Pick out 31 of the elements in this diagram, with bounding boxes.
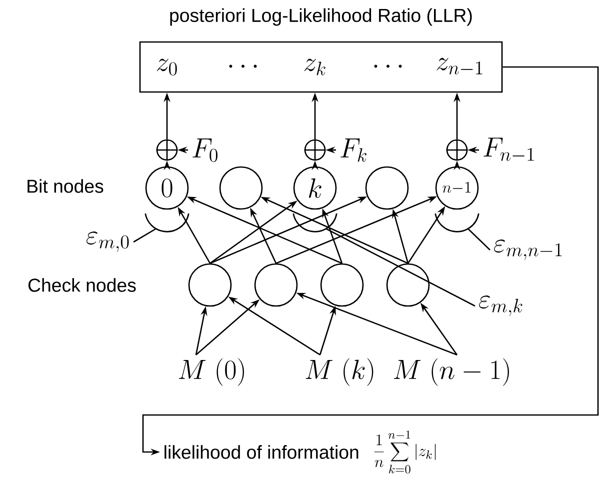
side-label: Check nodes: [28, 278, 136, 292]
message-label: $M\;(0)$: [178, 358, 244, 386]
math-label: $z_0$: [156, 58, 177, 76]
math-label: $\cdots$: [374, 64, 402, 68]
xor-symbol: [156, 139, 178, 161]
angle-label: $\varepsilon_{m,k}$: [479, 296, 522, 316]
input-label: $F_k$: [340, 138, 366, 162]
input-label: $F_0$: [192, 138, 218, 162]
xor-symbol: [304, 139, 326, 161]
formula: $\frac{1}{n}\sum_{k=0}^{n-1}\left|z_k\right|$: [374, 430, 436, 474]
angle-label: $\varepsilon_{m,n-1}$: [494, 240, 562, 260]
leader-line: [434, 212, 490, 250]
check-node-circle: [386, 263, 430, 307]
check-node-circle: [188, 263, 232, 307]
input-label: $F_{n-1}$: [484, 138, 534, 161]
math-label: $z_{n-1}$: [436, 58, 482, 74]
bit-node-circle: [365, 166, 409, 210]
box-title: posteriori Log-Likelihood Ratio (LLR): [170, 8, 472, 26]
message-label: $M\;(n-1)$: [394, 358, 509, 386]
xor-symbol: [446, 139, 468, 161]
angle-label: $\varepsilon_{m,0}$: [86, 232, 129, 252]
leader-line: [133, 212, 190, 243]
message-label: $M\;(k)$: [306, 358, 374, 386]
leader-line: [292, 212, 476, 307]
math-label: $z_k$: [304, 58, 326, 76]
bit-node-circle: [219, 166, 263, 210]
output-label: likelihood of information: [164, 445, 358, 459]
check-node-circle: [254, 263, 298, 307]
side-label: Bit nodes: [28, 179, 104, 193]
math-label: $\cdots$: [229, 64, 257, 68]
check-node-circle: [320, 263, 364, 307]
